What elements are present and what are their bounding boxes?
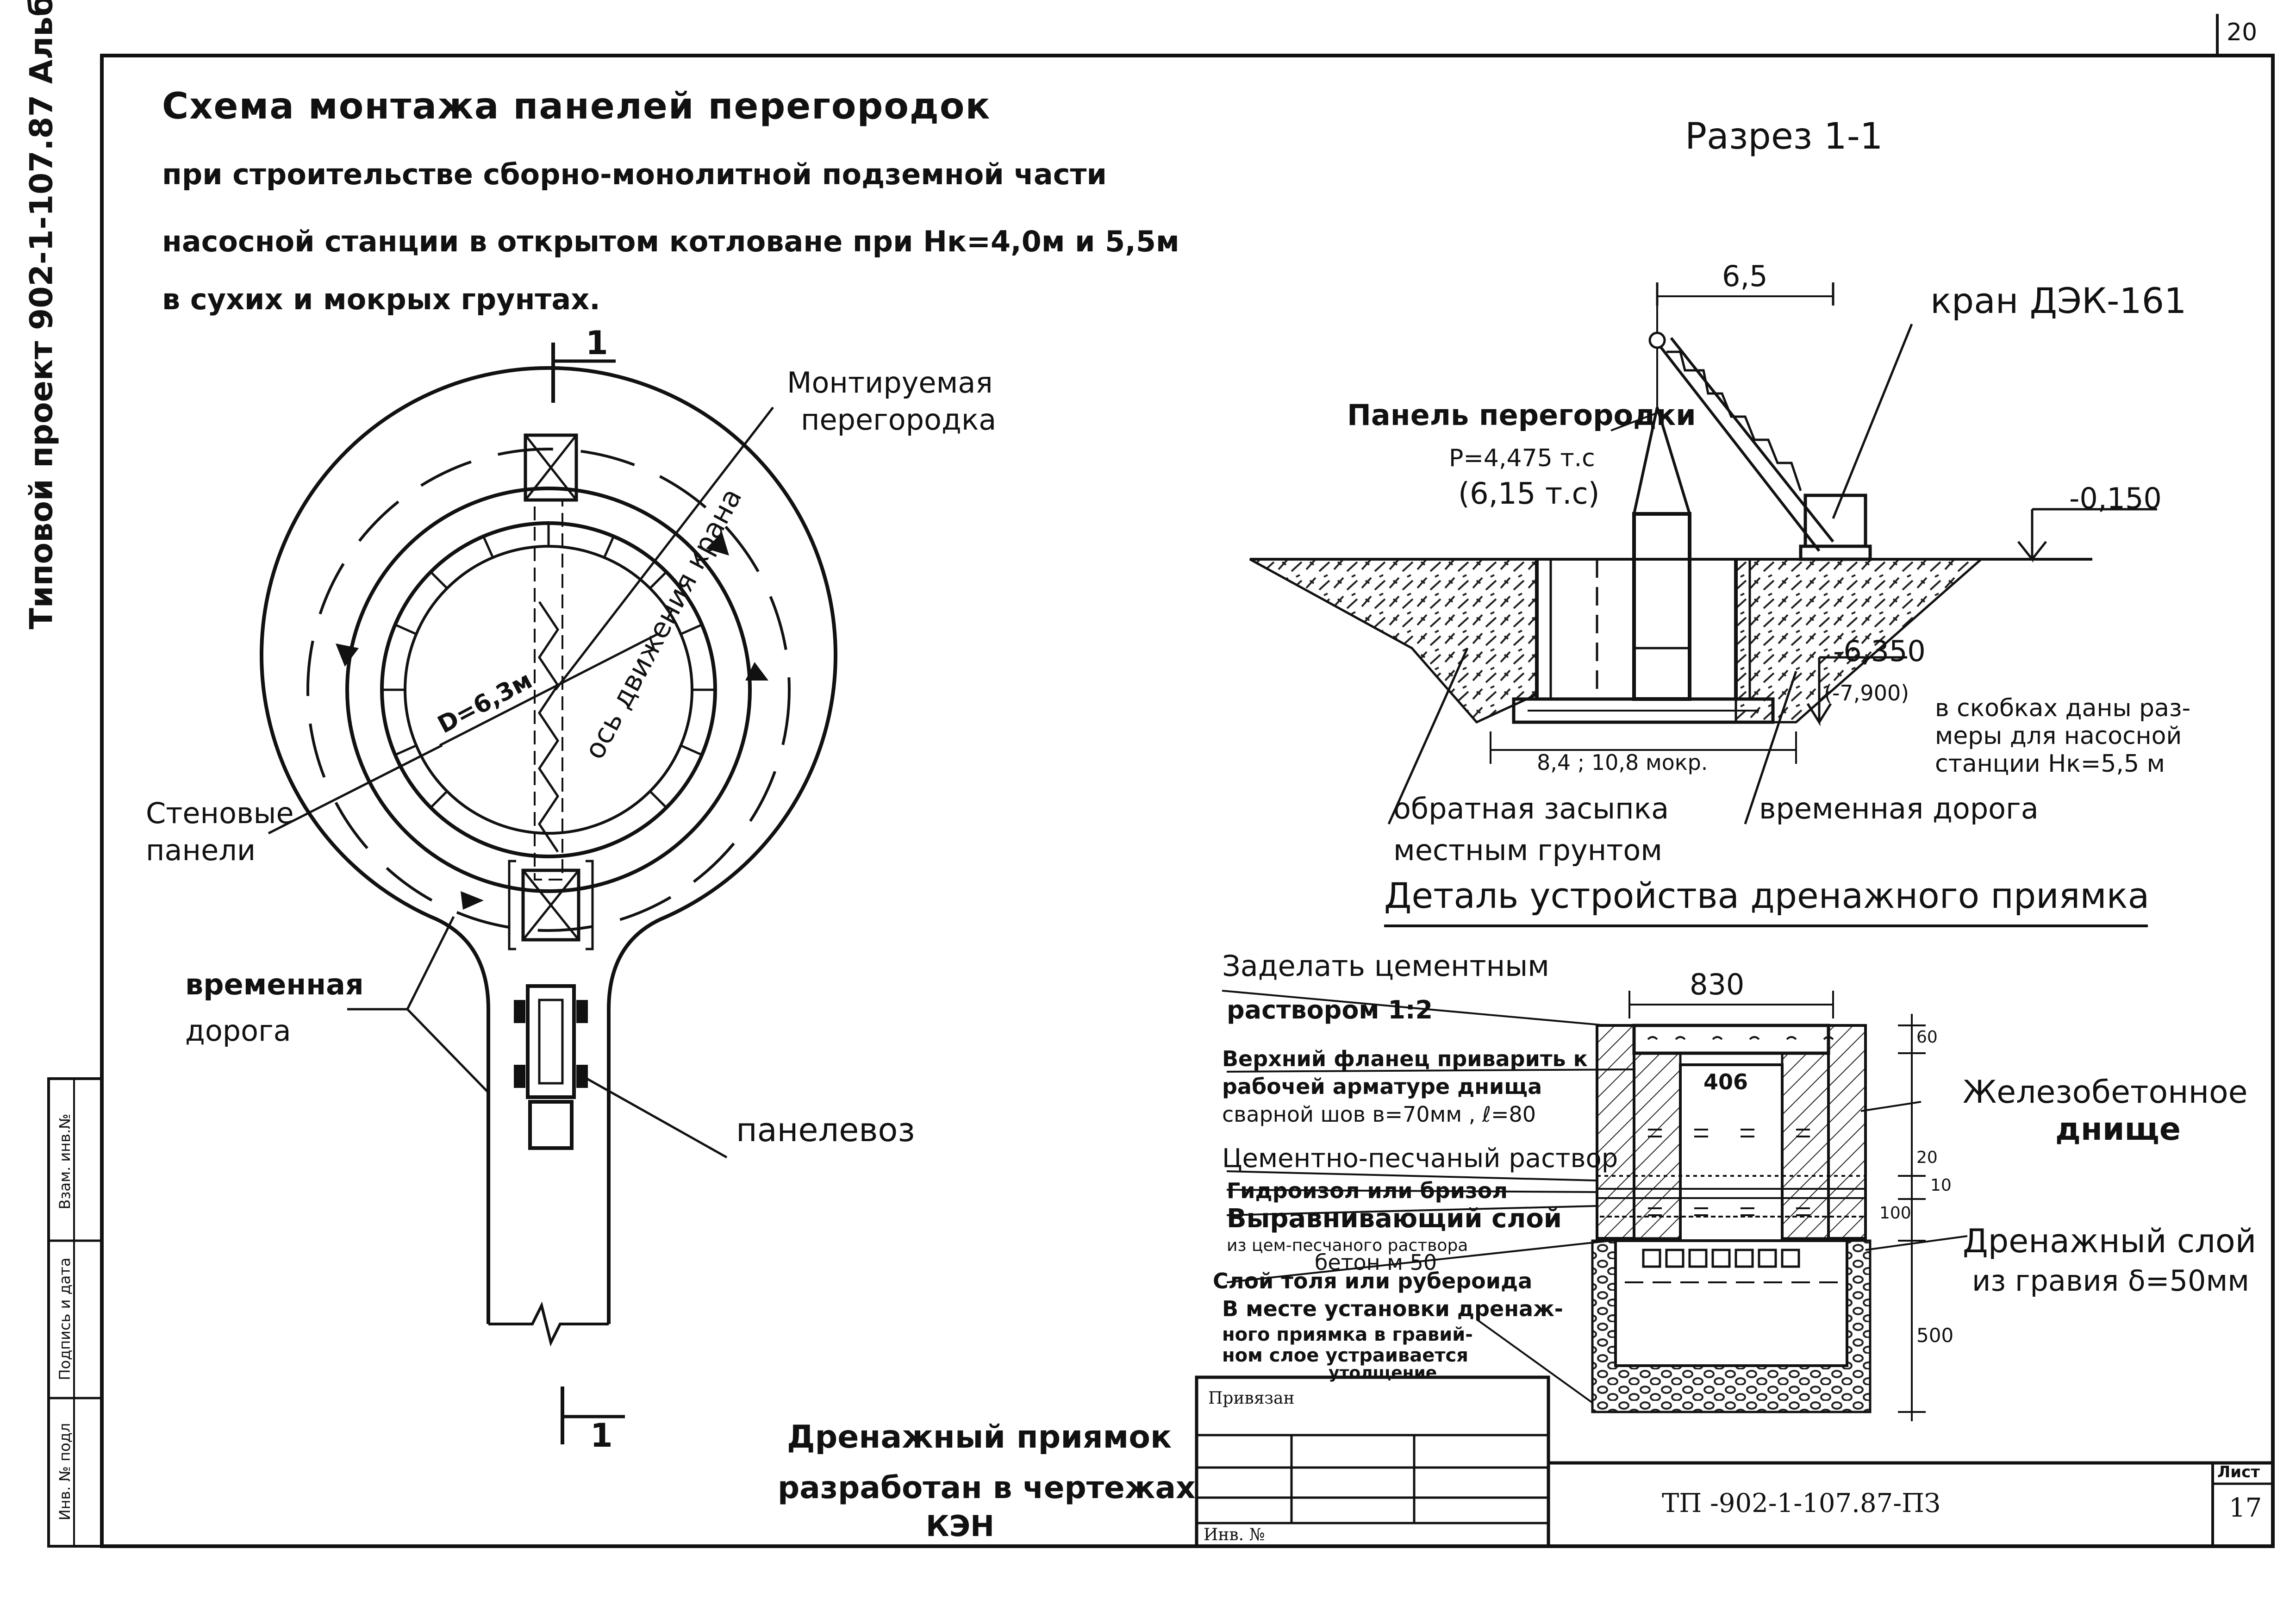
right-label-concrete-2: днище bbox=[2055, 1111, 2181, 1148]
detail-note-2: раствором 1:2 bbox=[1227, 995, 1433, 1024]
detail-note-4: рабочей арматуре днища bbox=[1222, 1074, 1542, 1099]
detail-note-8: Выравнивающий слой bbox=[1227, 1204, 1562, 1234]
detail-note-10: бетон м 50 bbox=[1315, 1250, 1437, 1275]
level-top: -0,150 bbox=[2069, 481, 2162, 515]
level-bottom: -6,350 bbox=[1833, 634, 1926, 668]
detail-note-12: В месте установки дренаж- bbox=[1222, 1296, 1563, 1321]
bottom-note-2: разработан в чертежах bbox=[778, 1470, 1196, 1505]
label-partition-1: Монтируемая bbox=[787, 366, 993, 400]
dim-100: 100 bbox=[1879, 1204, 1911, 1223]
plan-view bbox=[260, 343, 837, 1444]
section-mark-bottom: 1 bbox=[590, 1417, 613, 1455]
title-line-4: в сухих и мокрых грунтах. bbox=[162, 282, 600, 316]
section-note-1: в скобках даны раз- bbox=[1935, 694, 2191, 722]
bottom-note-1: Дренажный приямок bbox=[787, 1419, 1172, 1455]
detail-note-15: утолщение bbox=[1329, 1363, 1437, 1382]
label-wall-2: панели bbox=[146, 833, 256, 867]
title-line-1: Схема монтажа панелей перегородок bbox=[162, 86, 991, 127]
temp-road-label: временная дорога bbox=[1759, 792, 2039, 825]
title-block bbox=[1195, 1375, 2273, 1548]
detail-note-13: ного приямка в гравий- bbox=[1222, 1324, 1473, 1345]
label-partition-2: перегородка bbox=[801, 403, 997, 437]
detail-note-7: Гидроизол или бризол bbox=[1227, 1178, 1508, 1203]
detail-note-14: ном слое устраивается bbox=[1222, 1345, 1468, 1366]
title-line-2: при строительстве сборно-монолитной подз… bbox=[162, 157, 1107, 191]
right-label-concrete-1: Железобетонное bbox=[1963, 1074, 2248, 1111]
stamp-code: ТП -902-1-107.87-ПЗ bbox=[1662, 1488, 1940, 1518]
dim-500: 500 bbox=[1916, 1324, 1954, 1347]
section-mark-top: 1 bbox=[586, 324, 608, 362]
bottom-note-3: КЭН bbox=[926, 1509, 995, 1543]
section-dim-top: 6,5 bbox=[1722, 259, 1768, 293]
label-road-2: дорога bbox=[185, 1014, 291, 1048]
detail-title: Деталь устройства дренажного приямка bbox=[1384, 875, 2150, 916]
title-line-3: насосной станции в открытом котловане пр… bbox=[162, 225, 1179, 258]
detail-note-5: сварной шов в=70мм , ℓ=80 bbox=[1222, 1102, 1536, 1127]
detail-view bbox=[1222, 924, 2148, 1421]
section-view bbox=[1249, 282, 2157, 825]
dim-60: 60 bbox=[1916, 1028, 1938, 1047]
sidebar-cell-inv: Инв. № подл bbox=[56, 1423, 74, 1521]
label-wall-1: Стеновые bbox=[146, 796, 294, 830]
section-note-2: меры для насосной bbox=[1935, 722, 2182, 750]
dim-830: 830 bbox=[1690, 968, 1745, 1001]
label-road-1: временная bbox=[185, 968, 364, 1001]
section-note-3: станции Нк=5,5 м bbox=[1935, 750, 2165, 778]
right-label-drain-2: из гравия δ=50мм bbox=[1972, 1264, 2250, 1298]
level-bottom-alt: (-7,900) bbox=[1824, 681, 1909, 706]
crane-label: кран ДЭК-161 bbox=[1930, 280, 2187, 321]
label-truck: панелевоз bbox=[736, 1111, 915, 1149]
sidebar-cell-sign: Подпись и дата bbox=[56, 1257, 74, 1380]
sidebar-album-title: Типовой проект 902-1-107.87 Альбом1 bbox=[23, 0, 60, 630]
dim-base: 8,4 ; 10,8 мокр. bbox=[1537, 750, 1708, 775]
stamp-inv: Инв. № bbox=[1204, 1525, 1265, 1544]
load-2: (6,15 т.с) bbox=[1458, 477, 1600, 511]
backfill-1: обратная засыпка bbox=[1393, 792, 1669, 825]
right-label-drain-1: Дренажный слой bbox=[1963, 1222, 2257, 1260]
dim-406: 406 bbox=[1703, 1069, 1748, 1094]
detail-note-11: Слой толя или рубероида bbox=[1213, 1268, 1533, 1293]
load-1: P=4,475 т.с bbox=[1449, 444, 1595, 472]
section-title: Разрез 1-1 bbox=[1685, 116, 1883, 157]
panel-label: Панель перегородки bbox=[1347, 398, 1696, 432]
frame-border bbox=[100, 54, 2275, 1548]
detail-note-1: Заделать цементным bbox=[1222, 949, 1549, 983]
backfill-2: местным грунтом bbox=[1393, 833, 1663, 867]
sidebar-cell-replace: Взам. инв.№ bbox=[56, 1113, 74, 1210]
sidebar-stamp bbox=[47, 1077, 103, 1548]
dim-10: 10 bbox=[1930, 1176, 1952, 1195]
stamp-sheet: 17 bbox=[2229, 1493, 2262, 1523]
detail-note-3: Верхний фланец приварить к bbox=[1222, 1046, 1588, 1071]
stamp-tied: Привязан bbox=[1208, 1389, 1295, 1408]
page-number: 20 bbox=[2227, 19, 2258, 46]
detail-note-9: из цем-песчаного раствора bbox=[1227, 1236, 1468, 1255]
stamp-sheet-label: Лист bbox=[2217, 1463, 2260, 1481]
detail-note-6: Цементно-песчаный раствор bbox=[1222, 1143, 1618, 1174]
dim-20: 20 bbox=[1916, 1148, 1938, 1167]
